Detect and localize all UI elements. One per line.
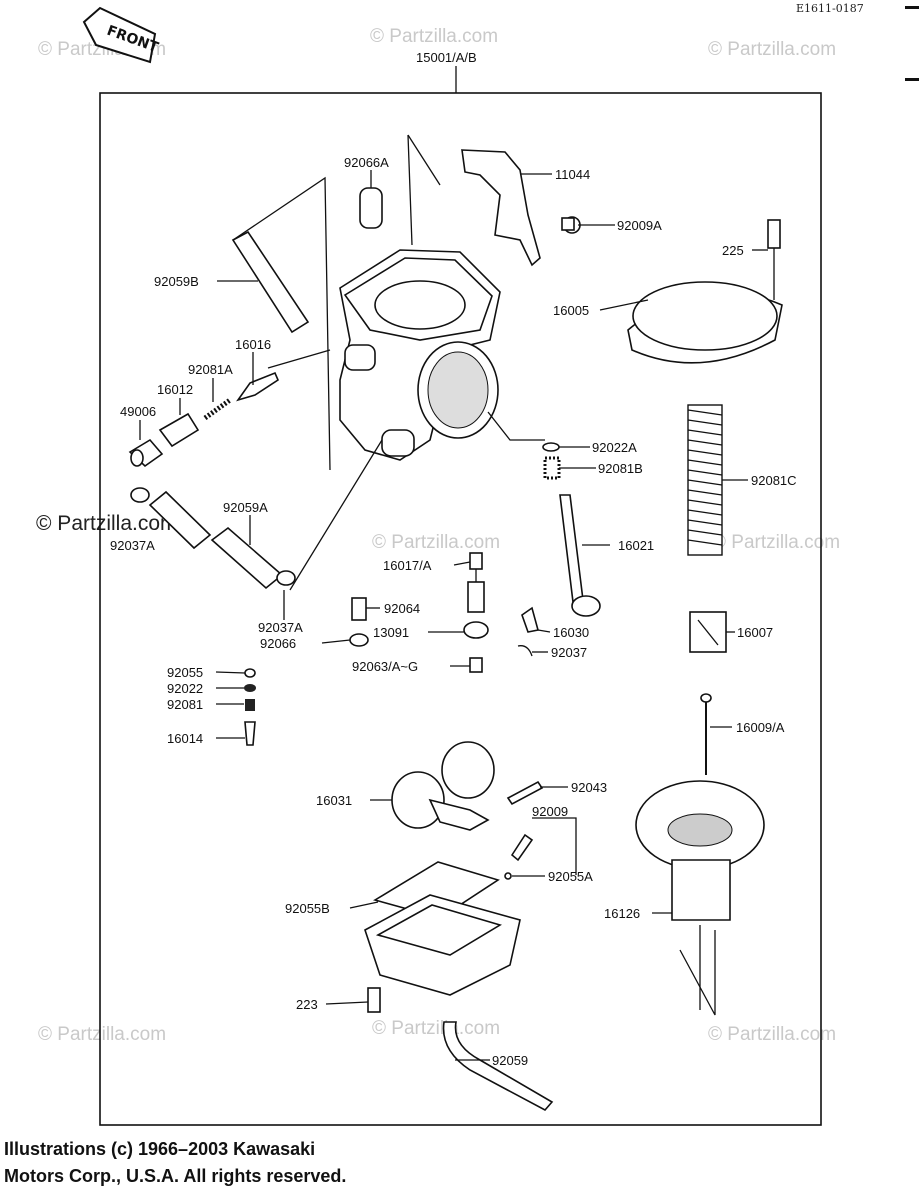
leader-lines	[139, 170, 768, 1061]
label-92037A: 92037A	[258, 620, 303, 635]
part-labels: 11044 92009A 92066A 225 92059B 16005 160…	[110, 155, 797, 1068]
label-13091: 13091	[373, 625, 409, 640]
label-92055A: 92055A	[548, 869, 593, 884]
edge-mark-mid	[905, 78, 919, 81]
label-92064: 92064	[384, 601, 420, 616]
bracket-shape	[461, 149, 541, 267]
label-16030: 16030	[553, 625, 589, 640]
label-49006: 49006	[120, 404, 156, 419]
label-92055B: 92055B	[285, 901, 330, 916]
label-92081C: 92081C	[751, 473, 797, 488]
watermark-5: © Partzilla.com	[372, 532, 500, 553]
label-92063: 92063/A~G	[352, 659, 418, 674]
copyright-line-1: Illustrations (c) 1966–2003 Kawasaki	[4, 1139, 316, 1159]
watermark-7: © Partzilla.com	[38, 1024, 166, 1045]
label-223: 223	[296, 997, 318, 1012]
watermarks: © Partzilla.com © Partzilla.com © Partzi…	[38, 26, 840, 1045]
label-92022: 92022	[167, 681, 203, 696]
edge-mark-top	[905, 6, 919, 9]
label-92059A: 92059A	[223, 500, 268, 515]
label-92059B: 92059B	[154, 274, 199, 289]
label-92037: 92037	[551, 645, 587, 660]
label-92066: 92066	[260, 636, 296, 651]
assembly-frame	[99, 92, 822, 1126]
drawing-code: E1611-0187	[796, 2, 864, 15]
label-16009A: 16009/A	[736, 720, 785, 735]
label-92081: 92081	[167, 697, 203, 712]
label-16007: 16007	[737, 625, 773, 640]
label-16012: 16012	[157, 382, 193, 397]
label-225: 225	[722, 243, 744, 258]
watermark-8: © Partzilla.com	[372, 1018, 500, 1039]
label-16005: 16005	[553, 303, 589, 318]
watermark-2: © Partzilla.com	[370, 26, 498, 47]
watermark-3: © Partzilla.com	[708, 39, 836, 60]
watermark-6: © Partzilla.com	[712, 532, 840, 553]
label-11044: 11044	[555, 167, 590, 182]
label-92009A: 92009A	[617, 218, 662, 233]
label-92022A: 92022A	[592, 440, 637, 455]
label-92081A: 92081A	[188, 362, 233, 377]
label-16014: 16014	[167, 731, 203, 746]
label-92043: 92043	[571, 780, 607, 795]
copyright-footer: Illustrations (c) 1966–2003 Kawasaki Mot…	[4, 1136, 904, 1190]
label-92081B: 92081B	[598, 461, 643, 476]
label-15001: 15001/A/B	[416, 50, 477, 65]
label-92055: 92055	[167, 665, 203, 680]
label-92059: 92059	[492, 1053, 528, 1068]
part-shapes	[128, 134, 783, 1112]
watermark-9: © Partzilla.com	[708, 1024, 836, 1045]
copyright-line-2: Motors Corp., U.S.A. All rights reserved…	[4, 1166, 347, 1186]
label-16021: 16021	[618, 538, 654, 553]
label-92066A: 92066A	[344, 155, 389, 170]
label-16126: 16126	[604, 906, 640, 921]
label-16017A: 16017/A	[383, 558, 432, 573]
watermark-4: © Partzilla.com	[36, 512, 178, 535]
label-92009: 92009	[532, 804, 568, 819]
label-16031: 16031	[316, 793, 352, 808]
label-92037A-left: 92037A	[110, 538, 155, 553]
label-16016: 16016	[235, 337, 271, 352]
